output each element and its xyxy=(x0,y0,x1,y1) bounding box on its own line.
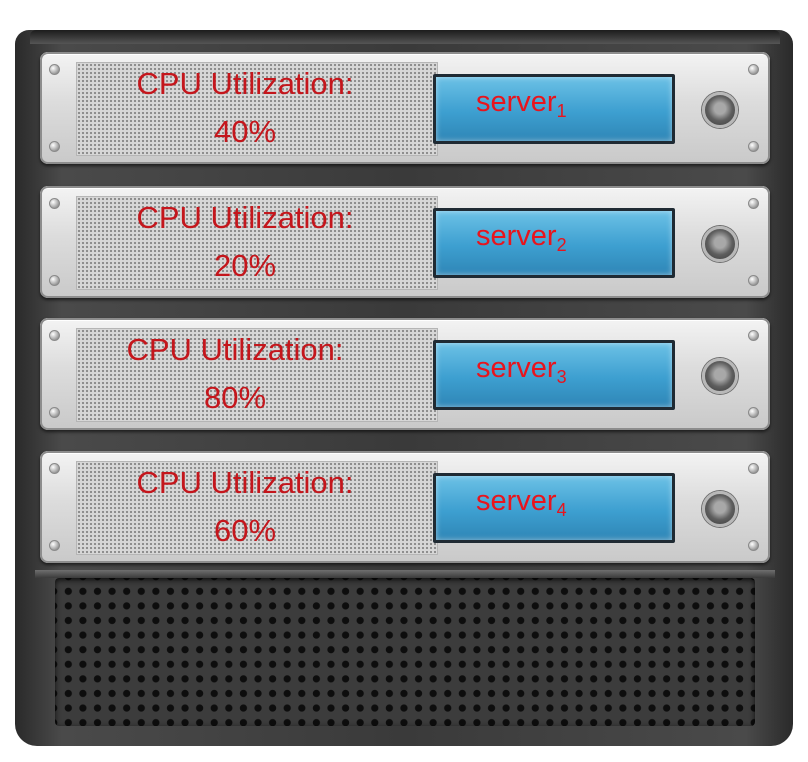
server-name-base: server xyxy=(476,220,557,252)
server-name: server1 xyxy=(476,85,567,128)
screw-icon xyxy=(49,330,60,341)
cpu-utilization-value: 40% xyxy=(213,114,277,149)
server-index: 3 xyxy=(556,367,567,387)
server-unit-1: CPU Utilization: 40% server1 xyxy=(40,52,770,164)
front-mesh-panel xyxy=(76,62,438,156)
cpu-utilization-label: CPU Utilization: xyxy=(136,465,354,500)
server-unit-4: CPU Utilization: 60% server4 xyxy=(40,451,770,563)
front-mesh-panel xyxy=(76,196,438,290)
server-name-base: server xyxy=(476,485,557,517)
vent-grill xyxy=(55,578,755,726)
server-index: 4 xyxy=(556,500,567,520)
lcd-display: server2 xyxy=(433,208,675,278)
screw-icon xyxy=(49,463,60,474)
server-index: 1 xyxy=(556,101,567,121)
screw-icon xyxy=(748,330,759,341)
lcd-display: server1 xyxy=(433,74,675,144)
cpu-utilization-value: 20% xyxy=(213,248,277,283)
front-mesh-panel xyxy=(76,461,438,555)
cpu-utilization-label: CPU Utilization: xyxy=(136,66,354,101)
cpu-utilization-text: CPU Utilization: 20% xyxy=(80,194,410,290)
front-mesh-panel xyxy=(76,328,438,422)
screw-icon xyxy=(748,540,759,551)
screw-icon xyxy=(748,141,759,152)
rack-top-edge xyxy=(30,30,780,44)
cpu-utilization-label: CPU Utilization: xyxy=(136,200,354,235)
rack-divider xyxy=(35,570,775,578)
cpu-utilization-text: CPU Utilization: 80% xyxy=(70,326,400,422)
power-knob-icon[interactable] xyxy=(702,491,738,527)
server-unit-2: CPU Utilization: 20% server2 xyxy=(40,186,770,298)
server-name: server4 xyxy=(476,484,567,527)
server-name: server3 xyxy=(476,351,567,394)
screw-icon xyxy=(49,141,60,152)
screw-icon xyxy=(748,198,759,209)
server-name-base: server xyxy=(476,86,557,118)
cpu-utilization-value: 80% xyxy=(203,380,267,415)
server-name-base: server xyxy=(476,352,557,384)
cpu-utilization-text: CPU Utilization: 60% xyxy=(80,459,410,555)
screw-icon xyxy=(49,407,60,418)
server-unit-3: CPU Utilization: 80% server3 xyxy=(40,318,770,430)
screw-icon xyxy=(748,407,759,418)
screw-icon xyxy=(49,540,60,551)
lcd-display: server4 xyxy=(433,473,675,543)
cpu-utilization-label: CPU Utilization: xyxy=(126,332,344,367)
power-knob-icon[interactable] xyxy=(702,92,738,128)
server-name: server2 xyxy=(476,219,567,262)
cpu-utilization-text: CPU Utilization: 40% xyxy=(80,60,410,156)
power-knob-icon[interactable] xyxy=(702,358,738,394)
screw-icon xyxy=(748,275,759,286)
lcd-display: server3 xyxy=(433,340,675,410)
cpu-utilization-value: 60% xyxy=(213,513,277,548)
screw-icon xyxy=(748,64,759,75)
screw-icon xyxy=(49,198,60,209)
server-index: 2 xyxy=(556,235,567,255)
power-knob-icon[interactable] xyxy=(702,226,738,262)
screw-icon xyxy=(49,64,60,75)
screw-icon xyxy=(748,463,759,474)
screw-icon xyxy=(49,275,60,286)
